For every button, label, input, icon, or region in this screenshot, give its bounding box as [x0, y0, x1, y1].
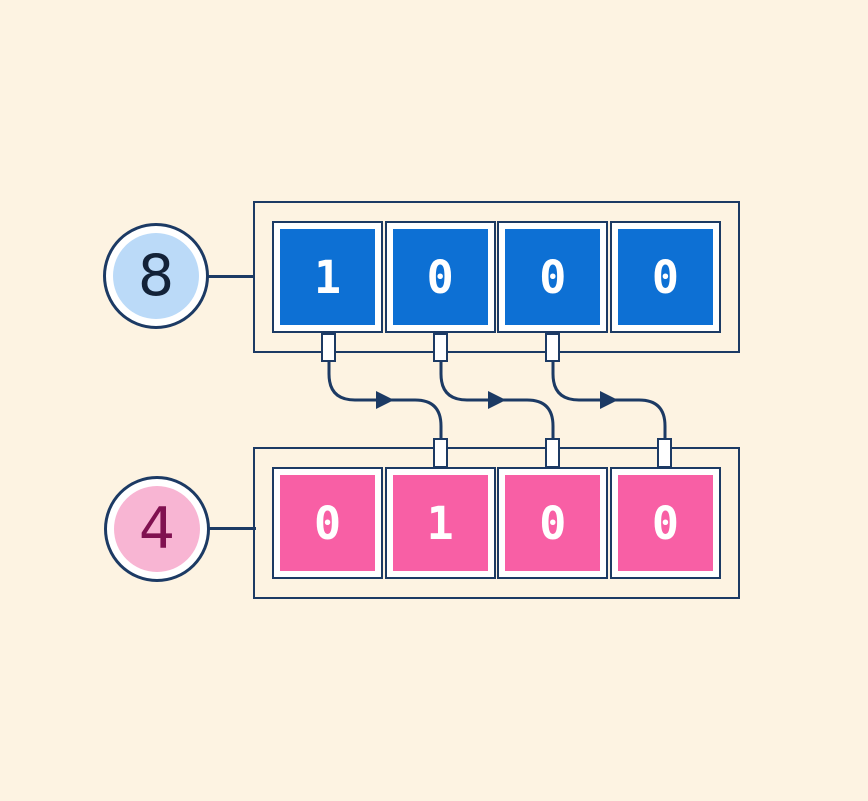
bit-value: 1	[392, 475, 488, 571]
circle-to-register-line-top	[208, 275, 255, 278]
connector-tab	[545, 438, 560, 468]
bit-value: 0	[505, 475, 601, 571]
shift-connector-3	[551, 360, 667, 440]
arrowhead-icon	[488, 391, 506, 409]
binary-register-top: 1 0 0 0	[253, 201, 740, 353]
circle-to-register-line-bottom	[209, 527, 256, 530]
bit-value: 0	[617, 229, 713, 325]
arrowhead-icon	[600, 391, 618, 409]
connector-tab	[433, 333, 448, 362]
bit-cell: 0	[609, 221, 721, 333]
bit-cell: 1	[384, 467, 496, 579]
bit-value: 0	[392, 229, 488, 325]
bit-value: 0	[505, 229, 601, 325]
decimal-value-top: 8	[113, 233, 199, 319]
arrowhead-icon	[376, 391, 394, 409]
bit-value: 0	[617, 475, 713, 571]
bit-cell: 0	[272, 467, 383, 579]
bit-value: 1	[280, 229, 375, 325]
connector-tab	[545, 333, 560, 362]
bit-value: 0	[280, 475, 375, 571]
bit-cell: 1	[272, 221, 383, 333]
decimal-value-circle-top: 8	[103, 223, 209, 329]
shift-connector-2	[439, 360, 555, 440]
bit-cell: 0	[609, 467, 721, 579]
shift-connector-1	[327, 360, 443, 440]
binary-register-bottom: 0 1 0 0	[253, 447, 740, 599]
decimal-value-circle-bottom: 4	[104, 476, 210, 582]
bit-cell: 0	[497, 467, 609, 579]
connector-tab	[433, 438, 448, 468]
decimal-value-bottom: 4	[114, 486, 200, 572]
bit-cell: 0	[384, 221, 496, 333]
connector-tab	[657, 438, 672, 468]
connector-tab	[321, 333, 336, 362]
bit-cell: 0	[497, 221, 609, 333]
